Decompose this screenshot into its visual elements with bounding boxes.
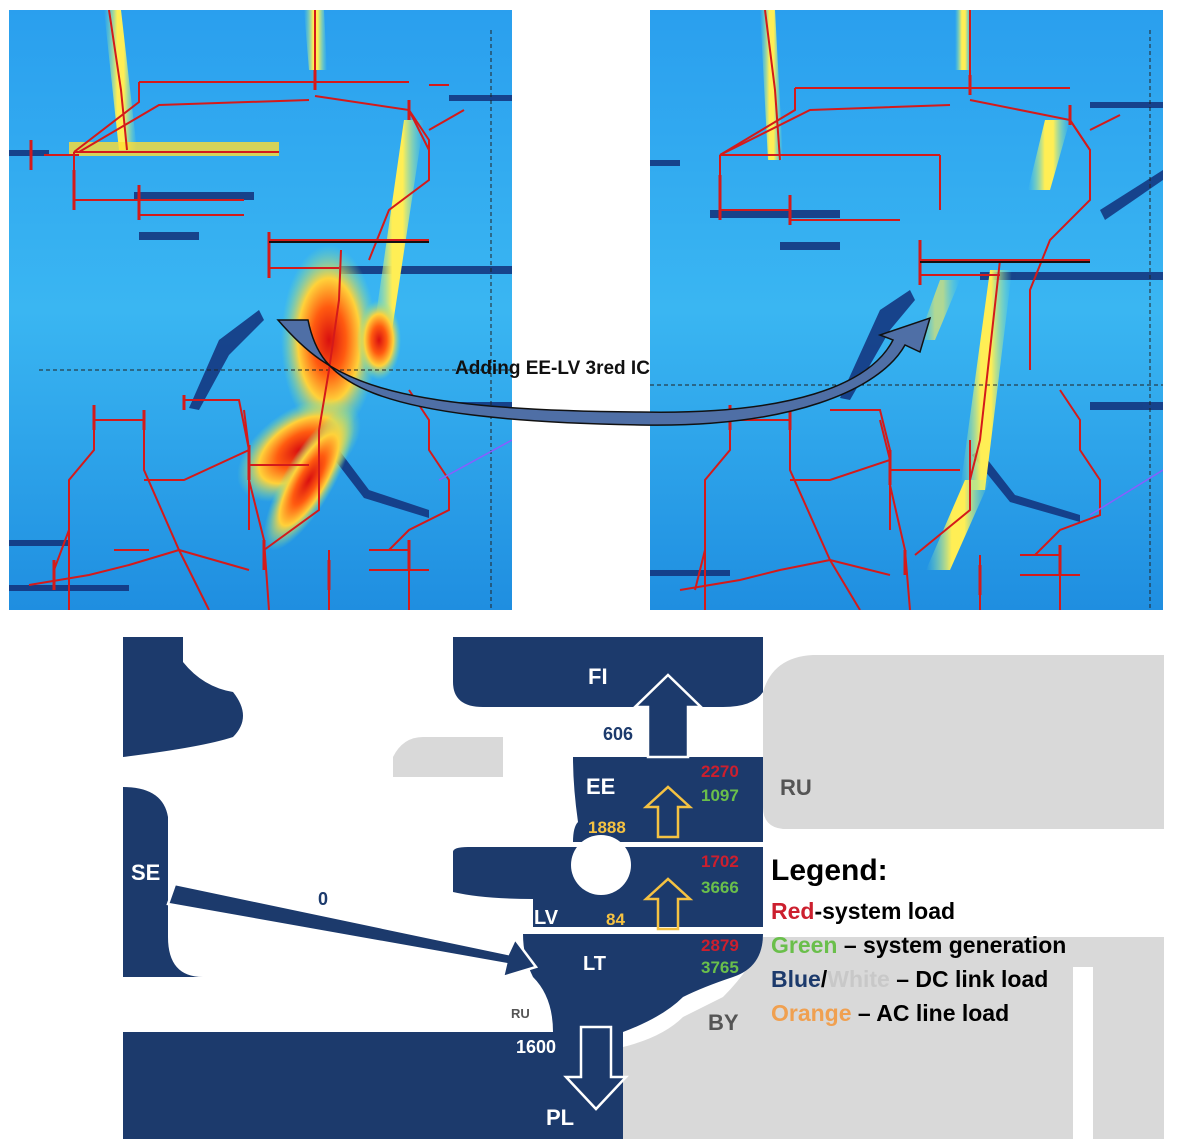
legend-orange-label: Orange [771, 1000, 852, 1026]
hot-beam [371, 120, 424, 350]
flow-lt-pl: 1600 [516, 1037, 556, 1057]
lt-generation: 3765 [701, 958, 739, 977]
hot-beam [955, 10, 972, 70]
ee-generation: 1097 [701, 786, 739, 805]
arrow-lt-pl [563, 1025, 629, 1111]
legend-row-ac-text: – AC line load [851, 1000, 1010, 1026]
baltic-flow-map: FI EE SE LV LT PL RU RU BY 606 0 1600 18… [123, 637, 1164, 1139]
legend-row-ac: Orange – AC line load [771, 1000, 1009, 1027]
region-fi [453, 637, 763, 707]
label-ee: EE [586, 774, 615, 799]
region-lt [523, 934, 763, 1032]
legend-slash: / [820, 966, 828, 992]
region-ru-north [763, 655, 1164, 829]
transition-caption: Adding EE-LV 3red IC [455, 358, 650, 379]
label-se: SE [131, 860, 160, 885]
legend-row-generation-text: – system generation [837, 932, 1067, 958]
heatmap-before [9, 10, 512, 610]
legend-row-dc: Blue/White – DC link load [771, 966, 1048, 993]
heatmap-after [650, 10, 1163, 610]
grid-network [679, 10, 1121, 610]
dc-link [1089, 469, 1163, 516]
transition-arrow [276, 316, 932, 426]
hotspot [263, 409, 355, 551]
region-by [623, 937, 1164, 1139]
legend-row-generation: Green – system generation [771, 932, 1066, 959]
flow-ee-fi: 606 [603, 724, 633, 744]
legend-row-load-text: -system load [814, 898, 956, 924]
lv-generation: 3666 [701, 878, 739, 897]
legend-title: Legend: [771, 854, 888, 887]
flow-lt-lv: 84 [606, 910, 625, 929]
region-pl [123, 1032, 623, 1139]
legend-row-dc-text: – DC link load [889, 966, 1049, 992]
arrow-lt-lv [642, 877, 694, 931]
region-ru-south [393, 737, 503, 777]
label-pl: PL [546, 1105, 574, 1130]
label-lv: LV [534, 907, 559, 929]
cold-bands [650, 102, 1163, 576]
legend-row-load: Red-system load [771, 898, 955, 925]
legend-blue-label: Blue [771, 966, 821, 992]
label-lt: LT [583, 953, 606, 975]
arrow-ee-fi [631, 673, 705, 759]
hotspot [357, 300, 401, 380]
hot-beam [1028, 120, 1070, 190]
label-ru-south: RU [511, 1006, 530, 1021]
legend-green-label: Green [771, 932, 838, 958]
ee-load: 2270 [701, 762, 739, 781]
heatmap-after-svg [650, 10, 1163, 610]
bus-bars [29, 70, 411, 590]
dc-link [438, 439, 512, 481]
hot-beam [926, 480, 990, 570]
heatmap-before-svg [9, 10, 512, 610]
flow-lv-ee: 1888 [588, 818, 626, 837]
region-se [123, 787, 203, 977]
arrow-lv-ee [642, 785, 694, 839]
curved-arrow-shape [276, 316, 932, 426]
label-fi: FI [588, 664, 608, 689]
lv-load: 1702 [701, 852, 739, 871]
flow-se-lt: 0 [318, 889, 328, 909]
hotspot [281, 245, 377, 435]
label-ru-north: RU [780, 775, 812, 800]
legend-white-label: White [827, 966, 890, 992]
lt-load: 2879 [701, 936, 739, 955]
region-ee [573, 757, 763, 842]
region-scandinavia-top [123, 637, 243, 757]
legend-red-label: Red [771, 898, 815, 924]
arrow-se-lt [166, 882, 539, 979]
label-by: BY [708, 1010, 739, 1035]
